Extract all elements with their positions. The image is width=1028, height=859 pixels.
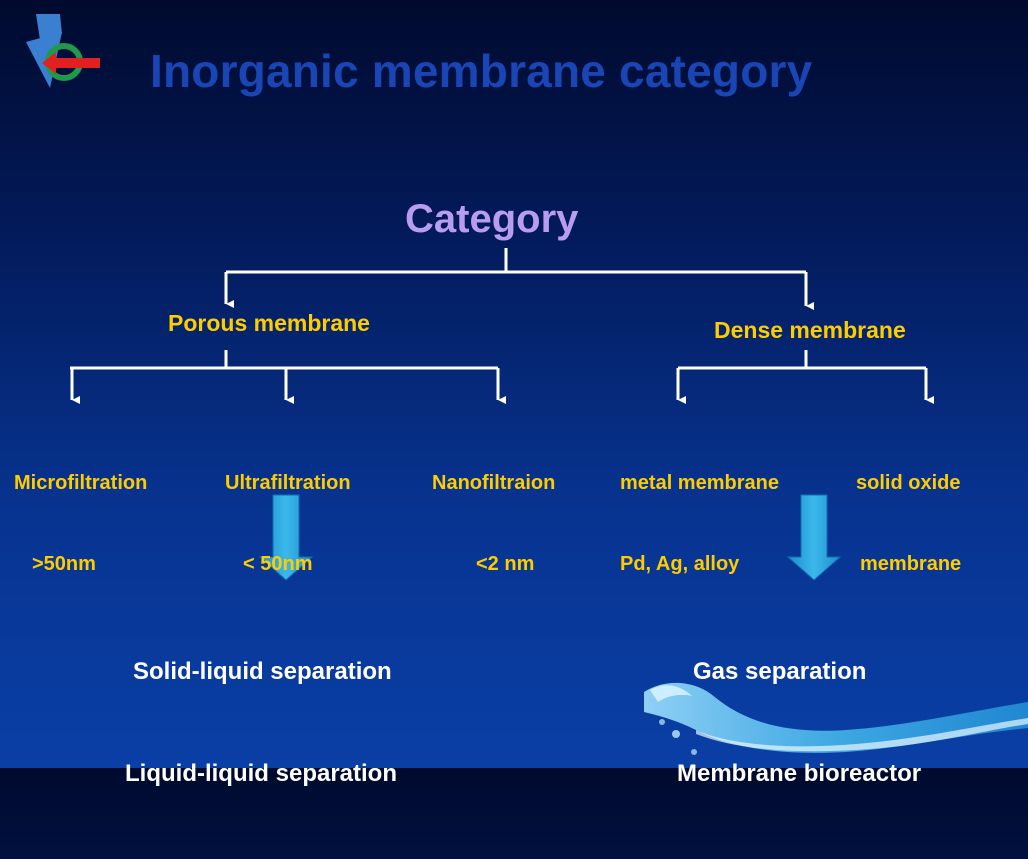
application-line: Gas separation <box>693 658 867 685</box>
leaf-detail: <2 nm <box>476 553 535 575</box>
leaf-name: solid oxide <box>856 472 961 494</box>
leaf-detail: < 50nm <box>243 553 313 575</box>
application-line: Liquid-liquid separation <box>125 760 397 787</box>
leaf-detail: >50nm <box>32 553 96 575</box>
leaf-detail: membrane <box>860 553 962 575</box>
category-root-label: Category <box>405 197 579 241</box>
dense-big-down-arrow <box>786 494 842 581</box>
porous-applications: Solid-liquid separation Liquid-liquid se… <box>125 587 397 859</box>
application-line: Solid-liquid separation <box>133 658 392 685</box>
leaf-microfiltration: Microfiltration >50nm <box>14 416 147 632</box>
leaf-name: Microfiltration <box>14 472 148 494</box>
dense-membrane-label: Dense membrane <box>714 317 906 343</box>
leaf-ultrafiltration: Ultrafiltration < 50nm <box>225 416 351 632</box>
tree-connectors <box>72 300 934 581</box>
slide: Inorganic membrane category Category <box>14 14 1028 755</box>
leaf-solid-oxide: solid oxide membrane <box>856 416 961 632</box>
water-splash-decoration <box>644 682 1028 755</box>
leaf-name: metal membrane <box>620 472 779 494</box>
porous-big-down-arrow <box>258 494 314 581</box>
leaf-metal-membrane: metal membrane Pd, Ag, alloy <box>620 416 779 632</box>
leaf-name: Ultrafiltration <box>225 472 351 494</box>
porous-membrane-label: Porous membrane <box>168 310 370 336</box>
leaf-name: Nanofiltraion <box>432 472 556 494</box>
leaf-detail: Pd, Ag, alloy <box>620 553 740 575</box>
slide-title: Inorganic membrane category <box>150 45 813 97</box>
leaf-nanofiltration: Nanofiltraion <2 nm <box>432 416 555 632</box>
institution-logo-icon <box>26 14 100 88</box>
